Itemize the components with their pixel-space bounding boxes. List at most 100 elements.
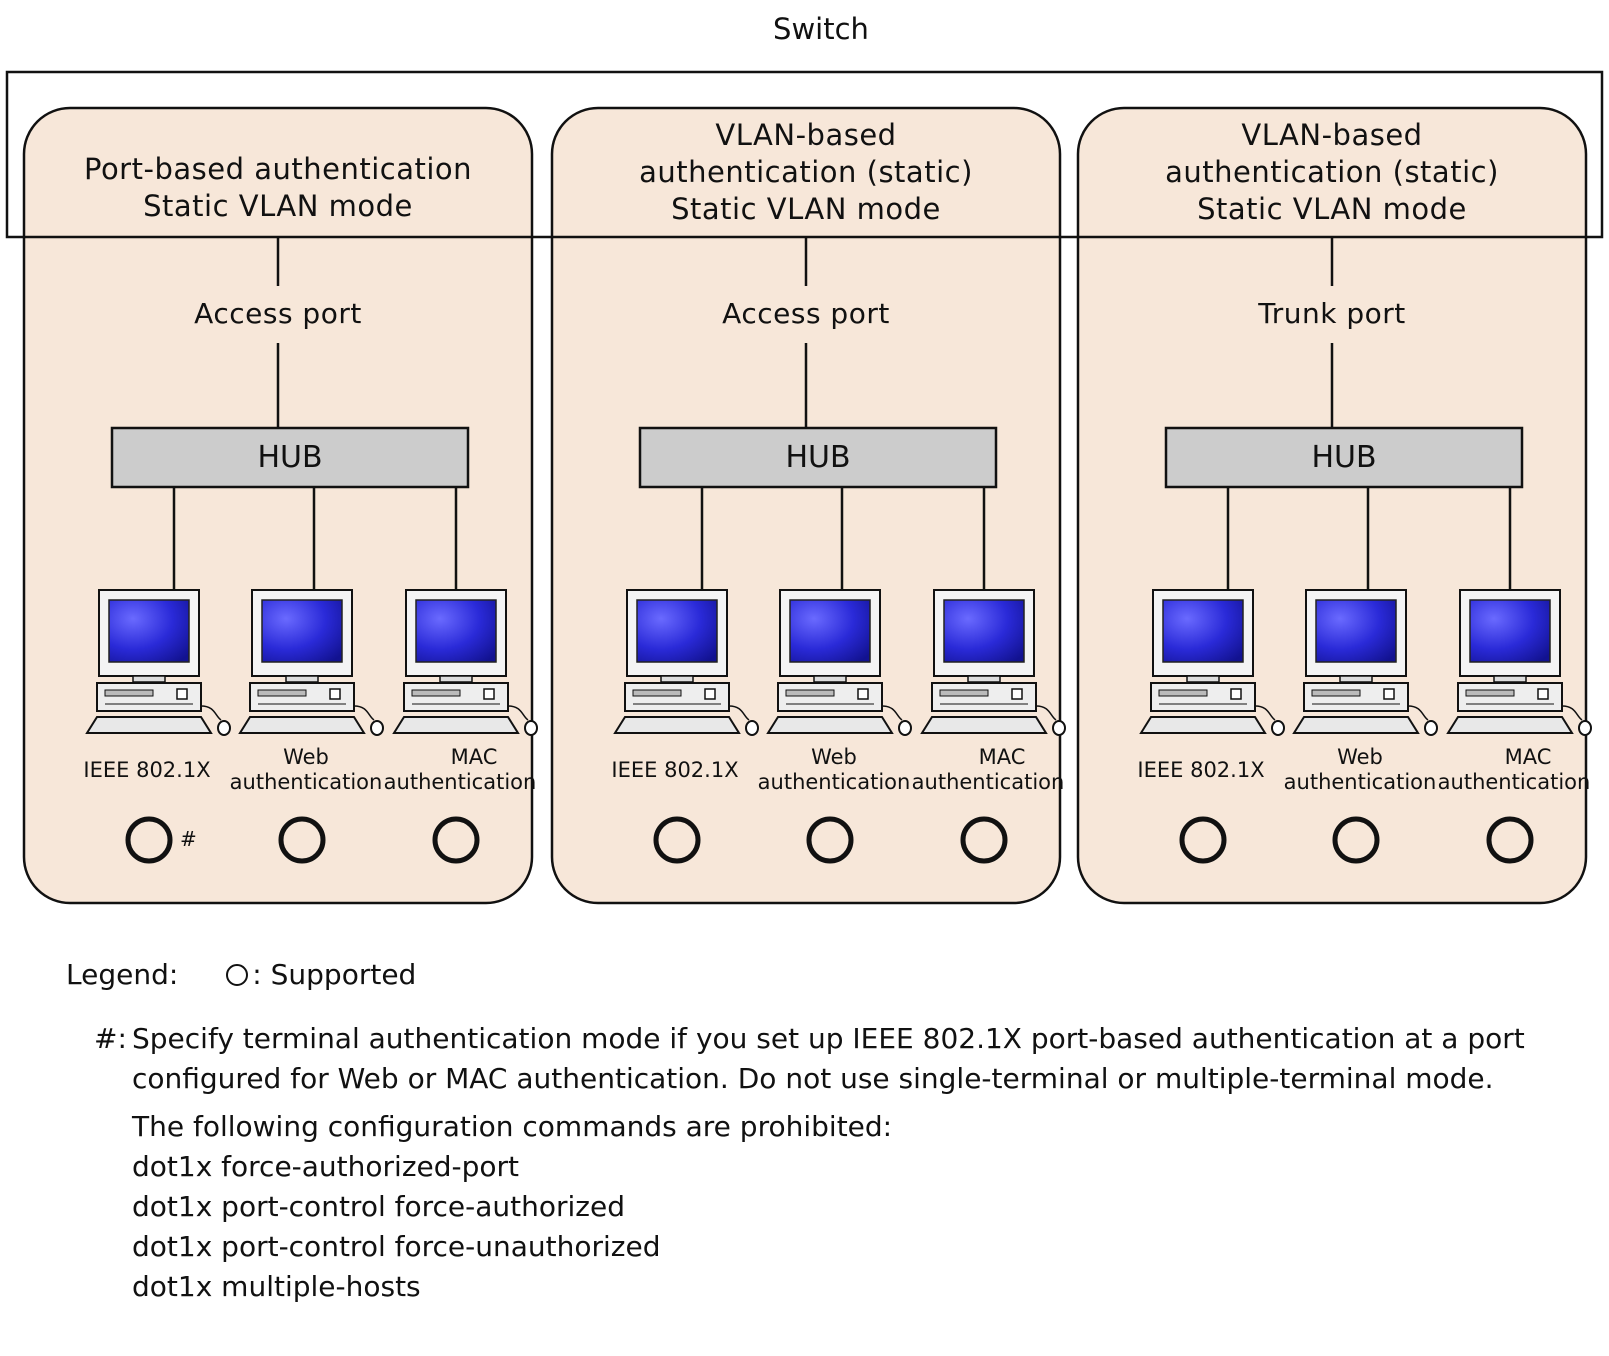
- footnote-text: Specify terminal authentication mode if …: [132, 1022, 1525, 1095]
- keyboard: [392, 716, 520, 734]
- footnote-mark: #: [180, 827, 197, 851]
- power-button: [1230, 688, 1242, 700]
- drive-slot: [411, 689, 461, 697]
- command-item: dot1x port-control force-authorized: [132, 1190, 625, 1223]
- mouse-cable: [1254, 705, 1276, 721]
- computer-icon: [392, 589, 538, 736]
- screen: [1315, 599, 1397, 663]
- drive-slot: [104, 689, 154, 697]
- port-label: Access port: [194, 297, 362, 330]
- keyboard: [1292, 716, 1420, 734]
- monitor-stand: [813, 675, 847, 683]
- switch-box: [5, 70, 1604, 239]
- mouse-cable: [507, 705, 529, 721]
- pc-label: IEEE 802.1X: [611, 758, 738, 782]
- panel-title-line: Static VLAN mode: [143, 189, 413, 223]
- pc-label: MAC: [979, 745, 1026, 769]
- supported-circle-icon: [1486, 816, 1534, 864]
- pc-label: Web: [1337, 745, 1383, 769]
- system-unit: [777, 682, 883, 712]
- pc-label: IEEE 802.1X: [83, 758, 210, 782]
- supported-circle-icon: [653, 816, 701, 864]
- power-button: [483, 688, 495, 700]
- power-button: [1011, 688, 1023, 700]
- switch-title: Switch: [773, 12, 869, 46]
- hub-box: [110, 426, 470, 489]
- mouse: [217, 720, 231, 736]
- mouse: [1424, 720, 1438, 736]
- supported-circle-icon: [226, 964, 249, 986]
- mouse-cable: [1035, 705, 1057, 721]
- mouse-cable: [200, 705, 222, 721]
- pc-label: authentication: [1438, 770, 1591, 794]
- drive-slot: [785, 689, 835, 697]
- pc-label: authentication: [1284, 770, 1437, 794]
- keyboard: [1446, 716, 1574, 734]
- monitor-stand: [285, 675, 319, 683]
- power-button: [704, 688, 716, 700]
- hub-box: [638, 426, 998, 489]
- screen: [943, 599, 1025, 663]
- mouse: [1052, 720, 1066, 736]
- monitor-stand: [1186, 675, 1220, 683]
- panel-title-line: VLAN-based: [715, 118, 896, 152]
- screen: [415, 599, 497, 663]
- mouse: [1578, 720, 1592, 736]
- keyboard: [613, 716, 741, 734]
- mouse: [898, 720, 912, 736]
- power-button: [857, 688, 869, 700]
- supported-circle-icon: [1332, 816, 1380, 864]
- drive-slot: [1465, 689, 1515, 697]
- system-unit: [624, 682, 730, 712]
- hub-box: [1164, 426, 1524, 489]
- footnote: #: Specify terminal authentication mode …: [66, 1019, 1566, 1307]
- pc-label: Web: [811, 745, 857, 769]
- computer-icon: [920, 589, 1066, 736]
- screen: [1162, 599, 1244, 663]
- command-item: dot1x force-authorized-port: [132, 1150, 520, 1183]
- monitor-stand: [967, 675, 1001, 683]
- legend-label: Legend:: [66, 958, 179, 991]
- mouse: [524, 720, 538, 736]
- keyboard: [85, 716, 213, 734]
- supported-circle-icon: [278, 816, 326, 864]
- computer-icon: [766, 589, 912, 736]
- panel-title-line: Static VLAN mode: [671, 192, 941, 226]
- computer-icon: [238, 589, 384, 736]
- screen: [789, 599, 871, 663]
- screen: [108, 599, 190, 663]
- computer-icon: [1446, 589, 1592, 736]
- screen: [636, 599, 718, 663]
- monitor-stand: [660, 675, 694, 683]
- mouse: [1271, 720, 1285, 736]
- panel-title-line: Static VLAN mode: [1197, 192, 1467, 226]
- mouse-cable: [881, 705, 903, 721]
- computer-icon: [1139, 589, 1285, 736]
- drive-slot: [632, 689, 682, 697]
- computer-icon: [1292, 589, 1438, 736]
- keyboard: [1139, 716, 1267, 734]
- prohibited-commands-list: dot1x force-authorized-port dot1x port-c…: [132, 1147, 1566, 1307]
- drive-slot: [1158, 689, 1208, 697]
- mouse-cable: [1561, 705, 1583, 721]
- pc-label: authentication: [758, 770, 911, 794]
- screen: [1469, 599, 1551, 663]
- pc-label: MAC: [451, 745, 498, 769]
- computer-icon: [85, 589, 231, 736]
- command-item: dot1x port-control force-unauthorized: [132, 1230, 661, 1263]
- mouse: [745, 720, 759, 736]
- legend-supported-text: : Supported: [252, 958, 417, 991]
- power-button: [329, 688, 341, 700]
- mouse-cable: [353, 705, 375, 721]
- panel-title-line: authentication (static): [1165, 155, 1499, 189]
- mouse-cable: [728, 705, 750, 721]
- port-label: Trunk port: [1257, 297, 1406, 330]
- power-button: [1383, 688, 1395, 700]
- pc-label: authentication: [384, 770, 537, 794]
- panel-title-line: Port-based authentication: [84, 152, 472, 186]
- mouse-cable: [1407, 705, 1429, 721]
- legend: Legend: : Supported #: Specify terminal …: [66, 955, 1566, 1307]
